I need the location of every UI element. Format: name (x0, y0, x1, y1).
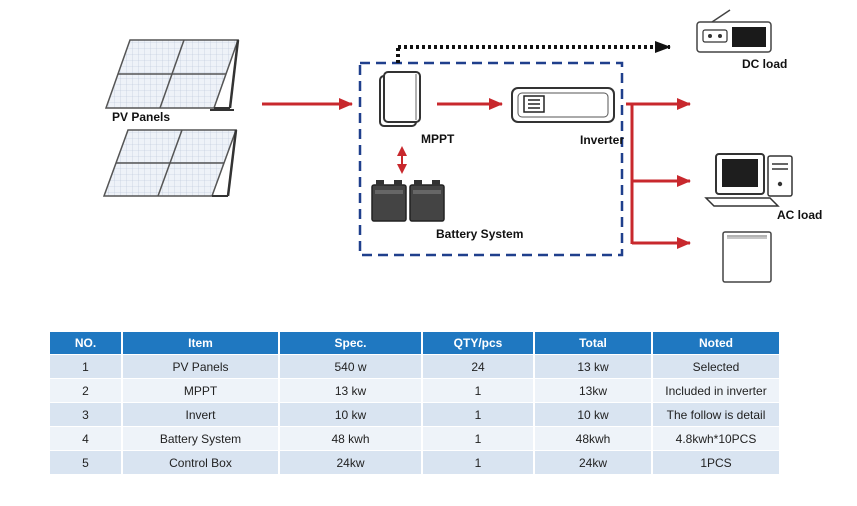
cell-total: 13kw (534, 378, 653, 403)
ac-load-label: AC load (777, 208, 823, 222)
cell-spec: 24kw (279, 450, 423, 474)
battery-system-label: Battery System (436, 227, 524, 241)
dc-load-label: DC load (742, 57, 788, 71)
mppt-label: MPPT (421, 132, 455, 146)
radio-icon (696, 9, 772, 53)
table-row: 2 MPPT 13 kw 1 13kw Included in inverter (50, 378, 779, 403)
cell-total: 10 kw (534, 402, 653, 427)
cell-total: 24kw (534, 450, 653, 474)
table-row: 3 Invert 10 kw 1 10 kw The follow is det… (50, 402, 779, 427)
cell-item: Battery System (122, 426, 280, 451)
cell-item: Invert (122, 402, 280, 427)
inverter-label: Inverter (580, 133, 625, 147)
header-noted: Noted (652, 332, 779, 355)
pv-panel-bottom-icon (102, 129, 238, 197)
table-row: 5 Control Box 24kw 1 24kw 1PCS (50, 450, 779, 474)
header-qty: QTY/pcs (422, 332, 535, 355)
header-no: NO. (50, 332, 123, 355)
header-spec: Spec. (279, 332, 423, 355)
cell-noted: Selected (652, 354, 779, 379)
cell-no: 1 (50, 354, 123, 379)
cell-spec: 13 kw (279, 378, 423, 403)
cell-noted: 1PCS (652, 450, 779, 474)
cell-item: MPPT (122, 378, 280, 403)
table-header-row: NO. Item Spec. QTY/pcs Total Noted (50, 332, 779, 355)
cell-no: 4 (50, 426, 123, 451)
system-diagram (102, 9, 793, 283)
dc-load-line (396, 41, 671, 63)
cell-no: 2 (50, 378, 123, 403)
system-boundary-box (358, 61, 624, 257)
header-item: Item (122, 332, 280, 355)
cell-item: PV Panels (122, 354, 280, 379)
cell-noted: Included in inverter (652, 378, 779, 403)
pv-panel-top-icon (104, 39, 240, 111)
cell-qty: 24 (422, 354, 535, 379)
table-row: 1 PV Panels 540 w 24 13 kw Selected (50, 354, 779, 379)
cell-qty: 1 (422, 378, 535, 403)
cell-qty: 1 (422, 402, 535, 427)
cell-total: 13 kw (534, 354, 653, 379)
cell-spec: 48 kwh (279, 426, 423, 451)
cell-spec: 540 w (279, 354, 423, 379)
mppt-icon (379, 71, 421, 127)
cell-no: 3 (50, 402, 123, 427)
ac-branch-arrows (630, 104, 691, 249)
cell-no: 5 (50, 450, 123, 474)
cell-total: 48kwh (534, 426, 653, 451)
battery-system-icon (371, 180, 445, 222)
cell-item: Control Box (122, 450, 280, 474)
pv-panels-label: PV Panels (112, 110, 171, 124)
specification-table: NO. Item Spec. QTY/pcs Total Noted 1 PV … (50, 332, 779, 474)
cell-spec: 10 kw (279, 402, 423, 427)
appliance-icon (722, 231, 772, 283)
cell-qty: 1 (422, 450, 535, 474)
header-total: Total (534, 332, 653, 355)
mppt-battery-arrow (397, 146, 407, 174)
inverter-icon (511, 87, 615, 123)
table-row: 4 Battery System 48 kwh 1 48kwh 4.8kwh*1… (50, 426, 779, 451)
computer-icon (704, 153, 793, 207)
cell-qty: 1 (422, 426, 535, 451)
cell-noted: 4.8kwh*10PCS (652, 426, 779, 451)
cell-noted: The follow is detail (652, 402, 779, 427)
